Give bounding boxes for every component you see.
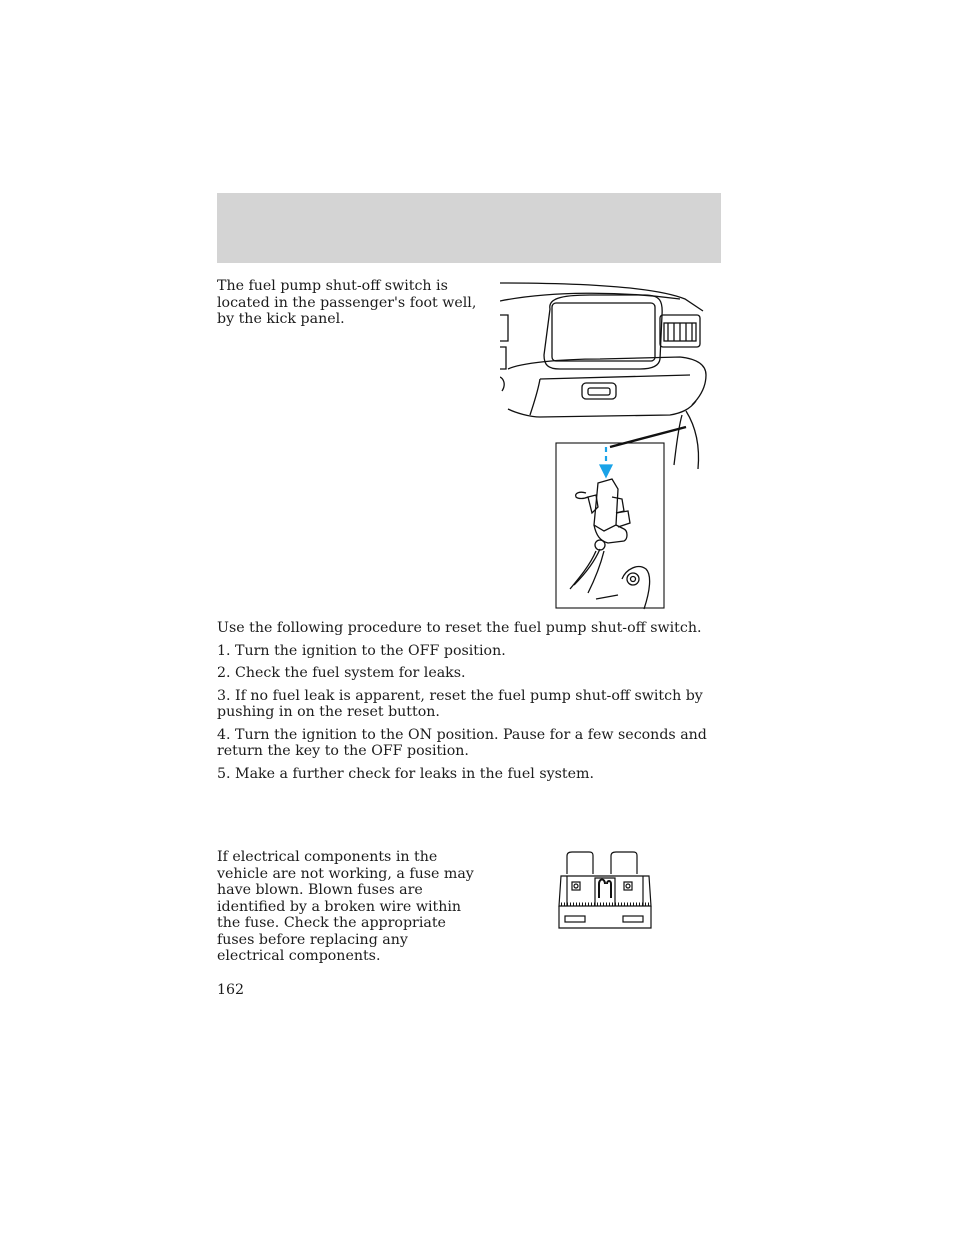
blown-fuse-illustration bbox=[558, 851, 652, 929]
section-header-band bbox=[217, 193, 721, 263]
procedure-step: 1. Turn the ignition to the OFF position… bbox=[217, 642, 506, 659]
procedure-lead-text: Use the following procedure to reset the… bbox=[217, 620, 702, 636]
procedure-step: 2. Check the fuel system for leaks. bbox=[217, 665, 466, 681]
reset-procedure: Use the following procedure to reset the… bbox=[217, 620, 721, 788]
fuel-pump-switch-location-text: The fuel pump shut-off switch is located… bbox=[217, 278, 477, 327]
procedure-step: 4. Turn the ignition to the ON position.… bbox=[217, 726, 707, 760]
blown-fuse-text: If electrical components in the vehicle … bbox=[217, 849, 474, 964]
procedure-step: 3. If no fuel leak is apparent, reset th… bbox=[217, 687, 703, 721]
procedure-step: 5. Make a further check for leaks in the… bbox=[217, 765, 594, 782]
page-number: 162 bbox=[217, 982, 245, 998]
fuel-pump-switch-illustration bbox=[500, 282, 707, 610]
